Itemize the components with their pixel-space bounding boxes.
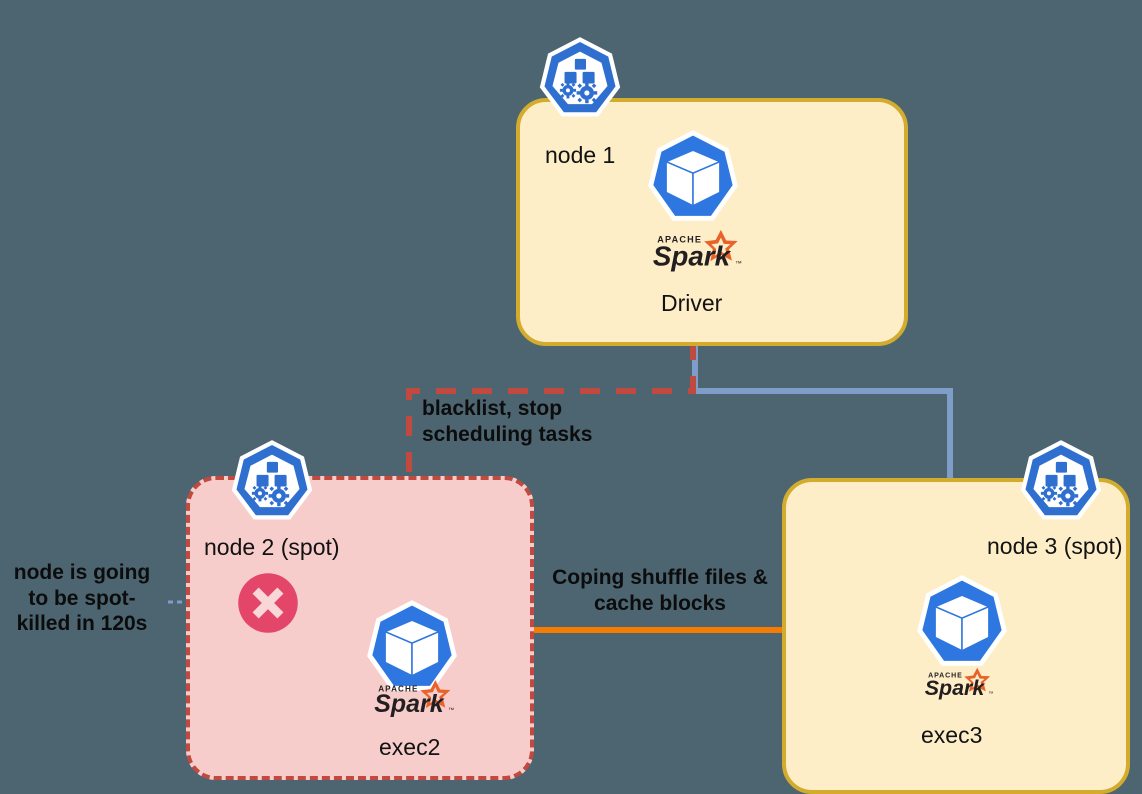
cube-icon-driver <box>645 130 741 226</box>
svg-text:APACHE: APACHE <box>657 234 702 244</box>
svg-text:Spark: Spark <box>374 690 444 718</box>
svg-text:Spark: Spark <box>653 240 732 271</box>
node-box-node1 <box>516 98 908 346</box>
kubernetes-node-icon <box>229 440 315 526</box>
edge-label-copy-shuffle: Coping shuffle files & cache blocks <box>552 566 768 615</box>
executor-label-exec3: exec3 <box>921 722 983 748</box>
kubernetes-node-icon <box>537 37 623 123</box>
kubernetes-node-icon <box>1018 440 1104 526</box>
node-label-node1: node 1 <box>545 142 616 168</box>
svg-text:™: ™ <box>448 707 454 714</box>
executor-label-driver: Driver <box>661 290 723 316</box>
apache-spark-logo-driver: APACHE Spark ™ <box>648 228 744 274</box>
node-label-node3: node 3 (spot) <box>987 533 1123 559</box>
cube-icon-exec2 <box>364 600 460 696</box>
annotation-spot-kill-warning: node is going to be spot- killed in 120s <box>13 561 151 636</box>
svg-text:APACHE: APACHE <box>928 672 963 679</box>
svg-text:™: ™ <box>988 691 993 697</box>
cube-icon-exec3 <box>914 575 1010 671</box>
apache-spark-logo-exec2: APACHE Spark ™ <box>370 678 456 720</box>
edge-label-blacklist: blacklist, stop scheduling tasks <box>422 397 593 446</box>
svg-text:Spark: Spark <box>925 676 986 700</box>
apache-spark-logo-exec3: APACHE Spark ™ <box>921 666 995 702</box>
node-box-node2 <box>186 476 534 780</box>
svg-text:™: ™ <box>735 260 742 267</box>
svg-text:APACHE: APACHE <box>378 684 418 693</box>
executor-label-exec2: exec2 <box>379 734 441 760</box>
error-x-icon <box>237 572 299 634</box>
node-label-node2: node 2 (spot) <box>204 534 340 560</box>
